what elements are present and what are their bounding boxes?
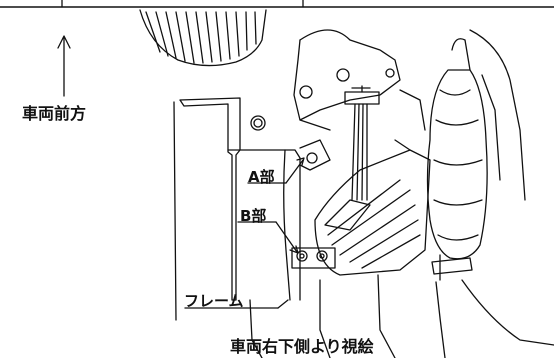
catalyst xyxy=(426,69,488,260)
front-arrow-head xyxy=(57,35,71,49)
hole xyxy=(336,68,350,82)
figure-caption: 車両右下側より視絵 xyxy=(230,337,374,356)
bolt xyxy=(296,250,308,262)
frame-label: フレーム xyxy=(184,292,244,310)
hole xyxy=(299,85,313,99)
bolt xyxy=(316,250,328,262)
hole xyxy=(250,115,266,131)
hose-clamp xyxy=(431,257,473,275)
tire-tread xyxy=(139,9,267,67)
hole xyxy=(385,68,395,78)
body-panel xyxy=(179,97,241,301)
front-label: 車両前方 xyxy=(22,104,87,123)
part-b-label: B部 xyxy=(240,207,267,225)
part-a-bracket xyxy=(299,139,331,171)
upper-bracket xyxy=(299,29,401,121)
part-a-label: A部 xyxy=(248,168,275,186)
heat-shield xyxy=(314,149,431,276)
frame-edge xyxy=(283,149,291,301)
